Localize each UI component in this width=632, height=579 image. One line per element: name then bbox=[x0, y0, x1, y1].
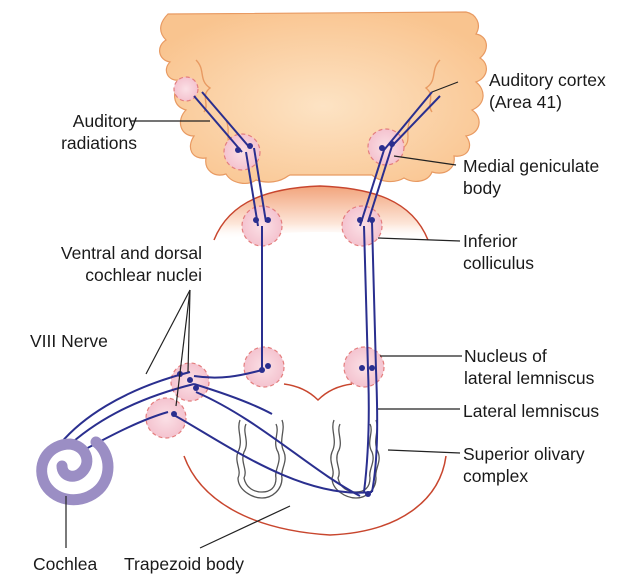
superior-olivary-left bbox=[237, 420, 285, 498]
label-cochlear-nuclei-line1: Ventral and dorsal bbox=[2, 242, 202, 264]
label-auditory-radiations-line1: Auditory bbox=[30, 110, 137, 132]
label-lateral-lemniscus: Lateral lemniscus bbox=[463, 400, 599, 422]
label-auditory-cortex-line1: Auditory cortex bbox=[489, 69, 606, 91]
label-nll-line1: Nucleus of bbox=[464, 345, 594, 367]
label-lateral-lemniscus-text: Lateral lemniscus bbox=[463, 400, 599, 422]
label-superior-olivary: Superior olivary complex bbox=[463, 443, 585, 487]
label-trapezoid-body: Trapezoid body bbox=[124, 553, 244, 575]
label-nll-line2: lateral lemniscus bbox=[464, 367, 594, 389]
label-nucleus-lateral-lemniscus: Nucleus of lateral lemniscus bbox=[464, 345, 594, 389]
label-superior-olivary-line2: complex bbox=[463, 465, 585, 487]
synapse-ic-right bbox=[342, 206, 382, 246]
label-superior-olivary-line1: Superior olivary bbox=[463, 443, 585, 465]
label-auditory-radiations: Auditory radiations bbox=[30, 110, 137, 154]
label-inferior-colliculus-line1: Inferior bbox=[463, 230, 534, 252]
label-cochlea: Cochlea bbox=[33, 553, 97, 575]
label-medial-geniculate-line1: Medial geniculate bbox=[463, 155, 599, 177]
label-medial-geniculate: Medial geniculate body bbox=[463, 155, 599, 199]
label-cochlea-text: Cochlea bbox=[33, 553, 97, 575]
superior-olivary-right bbox=[331, 420, 379, 498]
label-viii-nerve-text: VIII Nerve bbox=[30, 330, 108, 352]
label-auditory-radiations-line2: radiations bbox=[30, 132, 137, 154]
label-viii-nerve: VIII Nerve bbox=[30, 330, 108, 352]
label-cochlear-nuclei: Ventral and dorsal cochlear nuclei bbox=[2, 242, 202, 286]
medulla-notch bbox=[284, 384, 352, 400]
label-inferior-colliculus: Inferior colliculus bbox=[463, 230, 534, 274]
label-auditory-cortex: Auditory cortex (Area 41) bbox=[489, 69, 606, 113]
label-auditory-cortex-line2: (Area 41) bbox=[489, 91, 606, 113]
label-medial-geniculate-line2: body bbox=[463, 177, 599, 199]
cochlea-shape bbox=[42, 442, 108, 500]
label-inferior-colliculus-line2: colliculus bbox=[463, 252, 534, 274]
synapse-nll-left bbox=[244, 347, 284, 387]
label-trapezoid-body-text: Trapezoid body bbox=[124, 553, 244, 575]
label-cochlear-nuclei-line2: cochlear nuclei bbox=[2, 264, 202, 286]
